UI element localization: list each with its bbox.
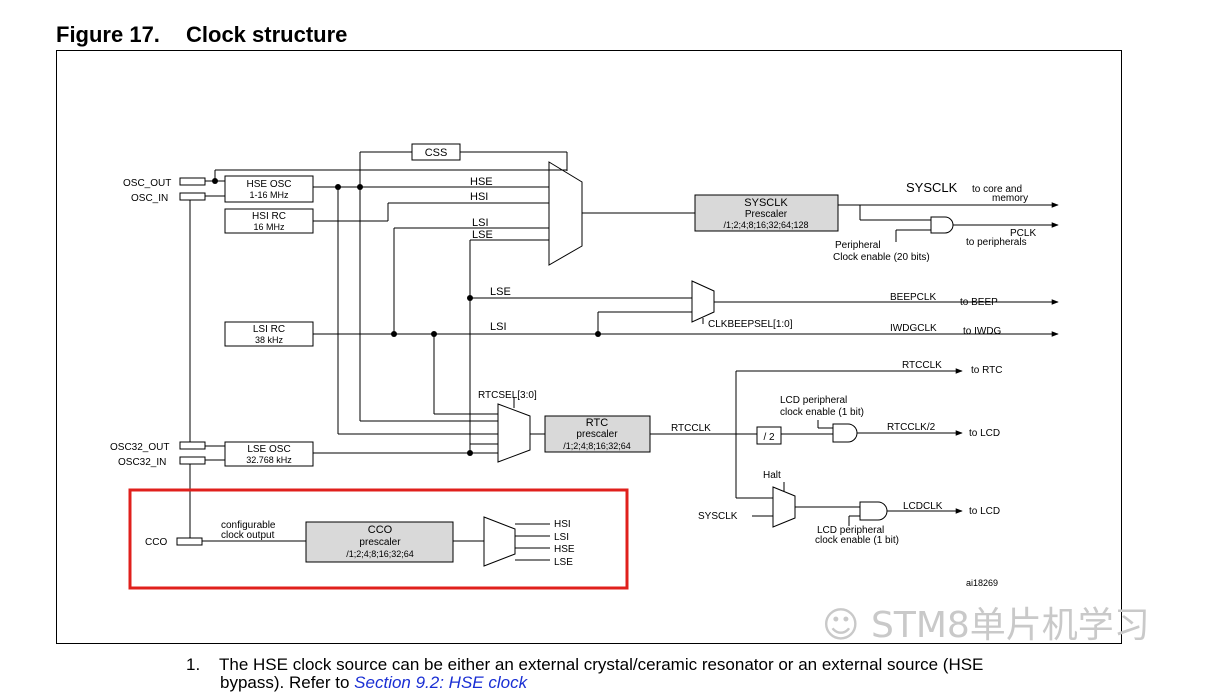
wechat-icon: ☺ [822,605,871,646]
lse-osc-block [224,441,314,467]
clkbeepsel-label: CLKBEEPSEL[1:0] [708,319,793,330]
div2-block [756,426,782,445]
cco-hse-label: HSE [554,544,575,555]
sysclk-prescaler-sub: Prescaler [745,209,788,220]
pclk-label: PCLK [1010,228,1036,239]
footnote-text-2: bypass). Refer to [220,673,355,692]
cco-prescaler-name: CCO [368,524,393,536]
footnote-line-2: bypass). Refer to Section 9.2: HSE clock [220,673,527,693]
lsi-rc-name: LSI RC [253,324,285,335]
hse-osc-block [224,175,314,203]
peripheral-enable-label-2: Clock enable (20 bits) [833,252,930,263]
figure-number: Figure 17. [56,22,160,47]
to-memory-label: memory [992,193,1028,204]
lcd-and-gate-1 [832,423,858,443]
lcd-enable-2-label-1: LCD peripheral [817,525,884,536]
osc32-in-pin [179,456,206,465]
lse-osc-freq: 32.768 kHz [246,455,292,465]
rtc-prescaler-ratios: /1;2;4;8;16;32;64 [563,441,631,451]
cco-prescaler-ratios: /1;2;4;8;16;32;64 [346,549,414,559]
sysclk-prescaler-block [694,194,839,232]
sysclk-label: SYSCLK [906,180,958,195]
pclk-and-gate [930,216,954,234]
footnote-link[interactable]: Section 9.2: HSE clock [354,673,528,692]
cco-hsi-label: HSI [554,519,571,530]
osc32-out-pin [179,441,206,450]
hse-signal-label: HSE [470,176,493,188]
lcdclk-label: LCDCLK [903,501,943,512]
lsi-rc-freq: 38 kHz [255,335,284,345]
lsi-beep-label: LSI [490,321,507,333]
cco-prescaler-block [305,521,454,563]
beepclk-label: BEEPCLK [890,292,936,303]
cco-lsi-label: LSI [554,532,569,543]
sysclk-in-label: SYSCLK [698,511,738,522]
lse-beep-label: LSE [490,286,511,298]
lsi-rc-block [224,321,314,347]
footnote-text: The HSE clock source can be either an ex… [219,655,984,674]
beep-mux [691,280,715,323]
cco-prescaler-sub: prescaler [359,537,401,548]
clock-output-label: clock output [221,530,275,541]
configurable-label: configurable [221,520,276,531]
to-lcd-1-label: to LCD [969,428,1000,439]
lcd-enable-1-label-2: clock enable (1 bit) [780,407,864,418]
rtcclk-out-label: RTCCLK [902,360,942,371]
cco-highlight-box [128,488,629,590]
figure-caption: Clock structure [186,22,348,47]
clock-diagram: OSC_OUT OSC_IN OSC32_OUT OSC32_IN CCO HS… [110,143,1059,590]
footnote: 1. The HSE clock source can be either an … [186,655,983,675]
cco-lse-label: LSE [554,557,573,568]
lcd-and-gate-2 [859,501,888,521]
osc32-out-label: OSC32_OUT [110,442,169,453]
cco-pin [176,537,203,546]
halt-label: Halt [763,470,781,481]
hsi-rc-freq: 16 MHz [253,222,285,232]
watermark-text: STM8单片机学习 [870,605,1150,646]
osc32-in-label: OSC32_IN [118,457,166,468]
to-iwdg-label: to IWDG [963,326,1002,337]
hse-osc-name: HSE OSC [246,179,291,190]
osc-in-label: OSC_IN [131,193,168,204]
to-core-label: to core and [972,184,1022,195]
rtc-prescaler-sub: prescaler [576,429,618,440]
sysclk-prescaler-ratios: /1;2;4;8;16;32;64;128 [723,220,808,230]
sysclk-prescaler-name: SYSCLK [744,197,788,209]
hsi-signal-label: HSI [470,191,488,203]
lcd-enable-1-label-1: LCD peripheral [780,395,847,406]
lsi-signal-label: LSI [472,217,489,229]
to-lcd-2-label: to LCD [969,506,1000,517]
hsi-rc-block [224,208,314,234]
figure-ref-label: ai18269 [966,578,998,588]
osc-in-pin [179,192,206,201]
peripheral-enable-label-1: Peripheral [835,240,881,251]
lse-osc-name: LSE OSC [247,444,290,455]
hsi-rc-name: HSI RC [252,211,286,222]
lcd-mux [772,486,796,528]
cco-mux [483,516,516,567]
diagram-frame [56,50,1122,644]
hse-osc-freq: 1-16 MHz [249,190,289,200]
rtc-prescaler-name: RTC [586,417,608,429]
iwdgclk-label: IWDGCLK [890,323,937,334]
to-rtc-label: to RTC [971,365,1003,376]
osc-out-label: OSC_OUT [123,178,171,189]
to-peripherals-label: to peripherals [966,237,1027,248]
rtc-prescaler-block [544,415,651,453]
lse-signal-label: LSE [472,229,493,241]
rtcclk-label: RTCCLK [671,423,711,434]
watermark: ☺ STM8单片机学习 [822,596,1150,648]
rtcclk-div2-label: RTCCLK/2 [887,422,936,433]
footnote-number: 1. [186,655,201,674]
figure-title: Figure 17. Clock structure [56,22,347,48]
lcd-enable-2-label-2: clock enable (1 bit) [815,535,899,546]
rtc-mux [497,403,531,463]
osc-out-pin [179,177,206,186]
div2-label: / 2 [763,432,775,443]
css-label: CSS [425,147,448,159]
rtcsel-label: RTCSEL[3:0] [478,390,537,401]
sysclk-mux [548,161,583,266]
to-beep-label: to BEEP [960,297,998,308]
cco-label: CCO [145,537,167,548]
